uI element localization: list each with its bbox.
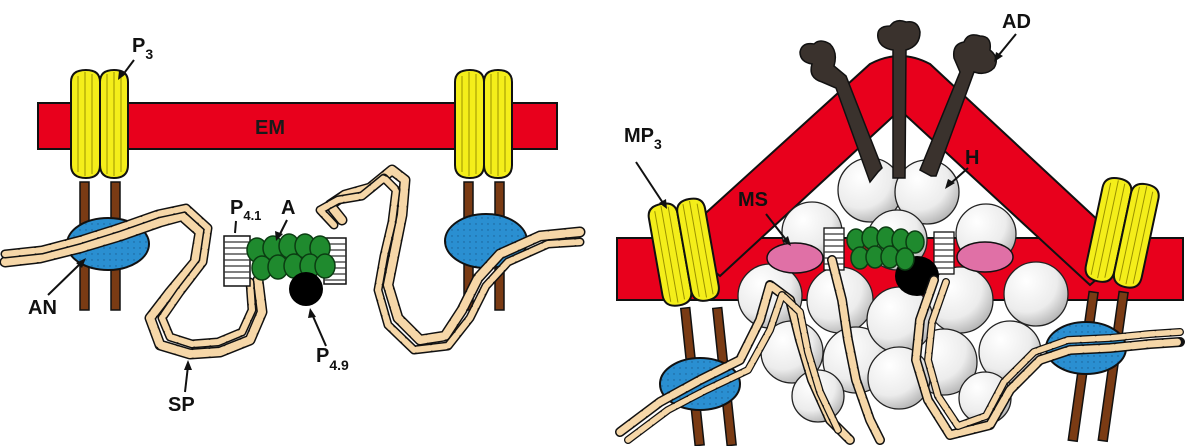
svg-text:P4.9: P4.9 — [316, 345, 349, 373]
label-ad: AD — [994, 11, 1031, 62]
actin-filament — [247, 234, 335, 280]
svg-text:P3: P3 — [132, 35, 153, 62]
label-an: AN — [28, 258, 86, 319]
svg-text:MS: MS — [738, 189, 768, 211]
label-p41: P4.1 — [230, 197, 261, 233]
label-mp3: MP3 — [624, 125, 667, 209]
band3-protein-right — [455, 70, 512, 178]
actin-right-panel — [847, 227, 924, 270]
ms-right — [957, 242, 1013, 272]
right-panel: MP3 AD H MS — [617, 11, 1183, 446]
band49-ball — [289, 272, 323, 306]
em-label: EM — [255, 117, 285, 139]
left-panel: EM — [5, 35, 580, 416]
band41-left — [224, 236, 250, 286]
label-sp: SP — [168, 360, 195, 416]
svg-text:A: A — [281, 197, 295, 219]
label-p49: P4.9 — [308, 308, 349, 373]
svg-text:H: H — [965, 147, 979, 169]
svg-text:AD: AD — [1002, 11, 1031, 33]
ms-left — [767, 243, 823, 273]
label-p3: P3 — [118, 35, 153, 80]
band3-protein-left — [71, 70, 128, 178]
svg-text:MP3: MP3 — [624, 125, 662, 152]
svg-text:P4.1: P4.1 — [230, 197, 261, 223]
spectrin-chain-right — [320, 170, 580, 350]
svg-text:AN: AN — [28, 297, 57, 319]
svg-text:SP: SP — [168, 394, 195, 416]
